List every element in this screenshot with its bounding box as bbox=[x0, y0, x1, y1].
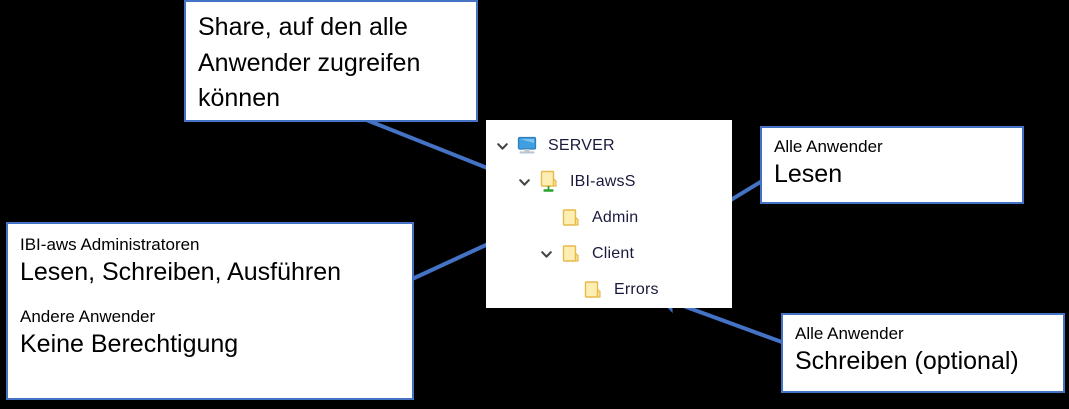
callout-read-title: Alle Anwender bbox=[774, 137, 883, 156]
tree-node-server[interactable]: SERVER bbox=[486, 128, 732, 164]
tree-node-admin[interactable]: Admin bbox=[486, 200, 732, 236]
chevron-placeholder-icon bbox=[556, 284, 580, 297]
shared-folder-icon bbox=[536, 170, 562, 194]
callout-share: Share, auf den alle Anwender zugreifen k… bbox=[184, 0, 478, 122]
tree-node-label-client: Client bbox=[592, 245, 635, 262]
tree-node-ibi-aws-share[interactable]: IBI-awsS bbox=[486, 164, 732, 200]
callout-permission-read: Alle Anwender Lesen bbox=[760, 126, 1024, 204]
callout-permission-write: Alle Anwender Schreiben (optional) bbox=[781, 313, 1065, 393]
chevron-down-icon[interactable] bbox=[490, 140, 514, 153]
folder-tree-panel: SERVER IBI-awsS bbox=[486, 120, 732, 308]
tree-node-client[interactable]: Client bbox=[486, 236, 732, 272]
callout-admins-spacer bbox=[20, 288, 402, 306]
callout-admins-group2-value: Keine Berechtigung bbox=[20, 330, 239, 359]
callout-read-value: Lesen bbox=[774, 160, 843, 189]
callout-share-line-1: Share, auf den alle bbox=[198, 13, 408, 41]
tree-node-label-errors: Errors bbox=[614, 281, 659, 298]
tree-node-errors[interactable]: Errors bbox=[486, 272, 732, 308]
tree-node-label-server: SERVER bbox=[548, 137, 615, 154]
monitor-icon bbox=[514, 136, 540, 156]
folder-icon bbox=[558, 208, 584, 229]
callout-admins-group1-value: Lesen, Schreiben, Ausführen bbox=[20, 258, 342, 287]
folder-icon bbox=[580, 280, 606, 301]
chevron-placeholder-icon bbox=[534, 212, 558, 225]
chevron-down-icon[interactable] bbox=[534, 248, 558, 261]
folder-icon bbox=[558, 244, 584, 265]
callout-share-line-2: Anwender zugreifen bbox=[198, 48, 421, 77]
callout-permissions-admins: IBI-aws Administratoren Lesen, Schreiben… bbox=[6, 222, 414, 400]
callout-write-value: Schreiben (optional) bbox=[795, 347, 1019, 376]
chevron-down-icon[interactable] bbox=[512, 176, 536, 189]
callout-write-title: Alle Anwender bbox=[795, 324, 904, 343]
callout-admins-group1-title: IBI-aws Administratoren bbox=[20, 235, 200, 254]
tree-node-label-admin: Admin bbox=[592, 209, 639, 226]
callout-admins-group2-title: Andere Anwender bbox=[20, 307, 156, 327]
callout-share-line-3: können bbox=[198, 84, 281, 112]
tree-node-label-ibi-aws-share: IBI-awsS bbox=[570, 173, 636, 190]
